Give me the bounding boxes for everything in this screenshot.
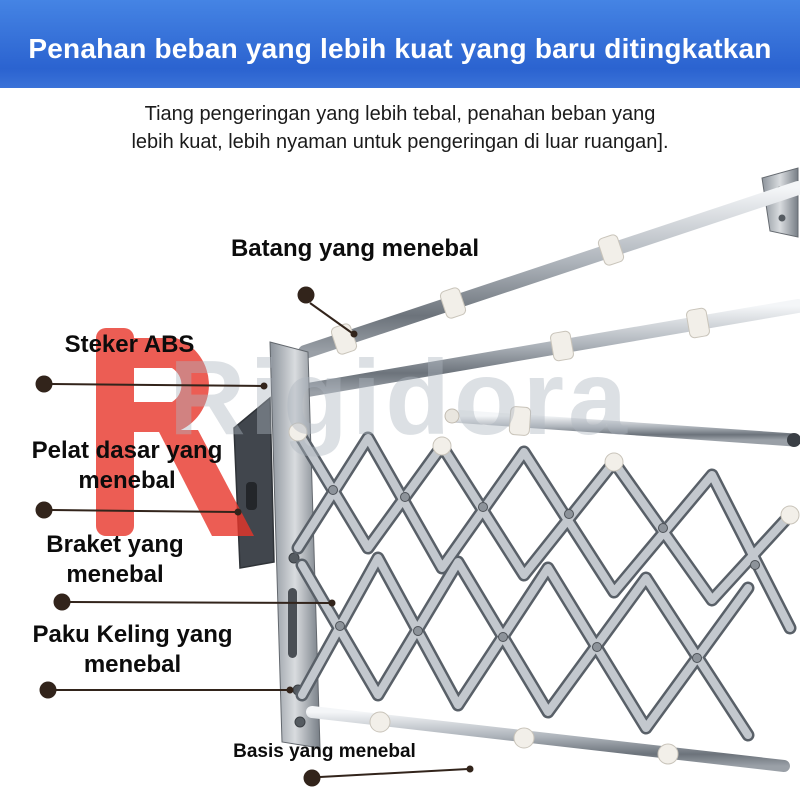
lattice-joints [288,422,800,525]
bottom-rail [306,706,790,772]
subtitle: Tiang pengeringan yang lebih tebal, pena… [0,100,800,156]
page-title: Penahan beban yang lebih kuat yang baru … [28,33,772,64]
callout-label-base: Basis yang menebal [233,741,416,762]
callout-label-abs-plug: Steker ABS [64,331,195,358]
callout-label-base-plate: Pelat dasar yang menebal [31,437,223,494]
subtitle-line-2: lebih kuat, lebih nyaman untuk pengering… [131,131,669,153]
callout-label-rivet: Paku Keling yang menebal [32,621,233,678]
rivets [328,485,760,663]
accordion-lattice [291,425,797,742]
callout-label-rod: Batang yang menebal [230,235,480,262]
callout-label-bracket: Braket yang menebal [46,531,184,588]
drying-rods [289,181,800,447]
subtitle-line-1: Tiang pengeringan yang lebih tebal, pena… [144,103,656,125]
header-banner: Penahan beban yang lebih kuat yang baru … [0,0,800,88]
